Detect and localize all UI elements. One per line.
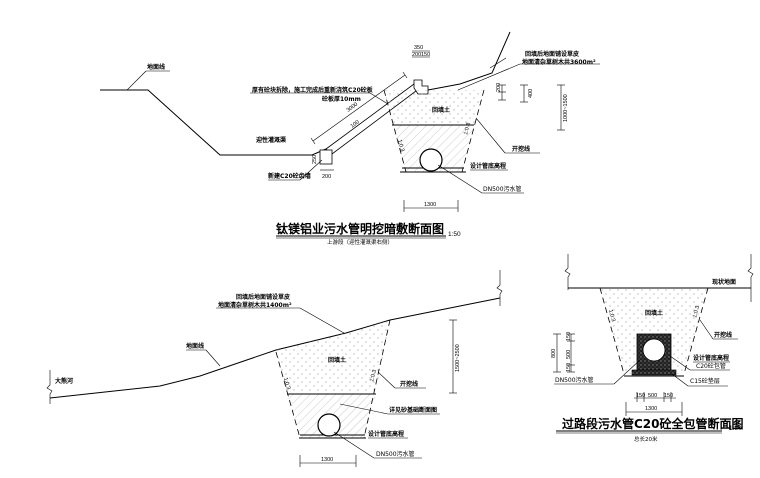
- dim-200v: 200: [496, 83, 502, 92]
- river-label: 大熊河: [55, 377, 73, 385]
- trench-line-label-2: 开挖线: [400, 380, 418, 388]
- c15-label: C15砼垫层: [690, 377, 720, 385]
- pipe-label-2: DN500污水管: [376, 450, 415, 458]
- ground-profile-2: [49, 297, 501, 399]
- new-wall-label: 新建C20砼齿墙: [268, 172, 311, 180]
- dim-350: 350: [414, 45, 423, 51]
- pipe-label-1: DN500污水管: [483, 185, 522, 193]
- section-1: 地面线 3000 100 350 200 150 厚有砼块拆除，施工完成后重新浇…: [100, 31, 600, 246]
- backfill-label-1: 回填土: [432, 106, 450, 114]
- pipe-bottom-label-1: 设计管底高程: [470, 162, 506, 170]
- slope-left-1: 1:0.3: [396, 139, 405, 152]
- slab-thickness-label: 砼板厚10mm: [321, 95, 361, 103]
- dim-width-1: 1300: [424, 202, 436, 208]
- turf-label-2a: 回填后地面铺设草皮: [236, 293, 290, 301]
- dim-depth-2: 1500~2500: [455, 344, 461, 372]
- pipe-1: [419, 148, 443, 172]
- dim-w500: 500: [648, 393, 657, 399]
- bedding-area-1: [392, 125, 474, 172]
- slope-left-2: 1:0.3: [282, 377, 291, 390]
- slope-left-3: 1:0.3: [607, 309, 616, 322]
- dim-400: 400: [528, 89, 534, 98]
- backfill-area-2: [276, 320, 390, 394]
- toe-wall: [319, 149, 333, 165]
- dim-200: 200: [412, 52, 421, 58]
- section3-title: 过路段污水管C20砼全包管断面图: [562, 416, 744, 431]
- dim-w150a: 150: [636, 393, 645, 399]
- dim-800: 800: [551, 349, 557, 358]
- section-2: 大熊河 地面线 回填土 1:0.3 1:0.3 回填后地面铺设草皮 地面清杂草树…: [46, 270, 503, 467]
- dim-200b: 200: [322, 174, 331, 180]
- turf-label-1a: 回填后地面铺设草皮: [525, 50, 579, 58]
- dim-slab-thickness: 100: [350, 119, 361, 129]
- dim-h500: 500: [566, 350, 572, 359]
- section3-scale: 1:50: [729, 425, 742, 432]
- existing-ground-label: 现状地面: [712, 278, 736, 286]
- trench-line-label-3: 开挖线: [714, 331, 732, 339]
- sand-base-label: 详见砂基础断面图: [389, 406, 437, 414]
- backfill-label-2: 回填土: [328, 356, 346, 364]
- ground-line-label-2: 地面线: [186, 342, 204, 350]
- dim-h150a: 150: [566, 332, 572, 341]
- backfill-area-3: [600, 288, 708, 374]
- section1-title: 钛镁铝业污水管明挖暗敷断面图: [276, 221, 444, 236]
- section3-subtitle: 总长20米: [634, 435, 658, 443]
- section-3: 现状地面 回填土 1:0.3 1:0.3 开挖线 设计管底高程 C20砼包管 C…: [551, 254, 754, 443]
- dim-h150b: 150: [566, 363, 572, 372]
- section1-subtitle: 上游段（迎性灌溉渠右侧）: [327, 238, 393, 246]
- dim-width-3: 1300: [645, 406, 657, 412]
- pipe-label-3: DN500污水管: [555, 376, 594, 384]
- channel-label: 迎性灌溉渠: [256, 136, 286, 144]
- dim-slope-length: 3000: [346, 102, 359, 114]
- pipe-bottom-label-3: 设计管底高程: [693, 354, 729, 362]
- slope-right-3: 1:0.3: [692, 305, 701, 318]
- turf-label-1b: 地面清杂草树木共3600m²: [522, 58, 596, 66]
- dim-w150b: 150: [664, 393, 673, 399]
- slope-right-2: 1:0.3: [369, 369, 378, 382]
- trench-line-label-1: 开挖线: [512, 145, 530, 153]
- dim-width-2: 1300: [321, 457, 333, 463]
- dim-depth-1: 1000~1500: [563, 94, 569, 122]
- c20-label: C20砼包管: [696, 362, 726, 370]
- remove-slab-label: 厚有砼块拆除，施工完成后重新浇筑C20砼板: [252, 86, 374, 94]
- dim-250: 250: [312, 155, 318, 164]
- ground-line-label-1: 地面线: [147, 63, 165, 71]
- pipe-3: [642, 338, 666, 362]
- backfill-label-3: 回填土: [645, 309, 663, 317]
- turf-label-2b: 地面清杂草树木共1400m²: [218, 301, 292, 309]
- pipe-bottom-label-2: 设计管底高程: [368, 430, 404, 438]
- dim-150: 150: [421, 52, 430, 58]
- section1-scale: 1:50: [448, 231, 461, 238]
- backfill-area-1: [384, 90, 482, 125]
- ground-profile-1: [100, 89, 327, 156]
- slope-right-1: 1:0.3: [463, 122, 472, 135]
- c15-bedding: [631, 369, 677, 376]
- pipe-2: [317, 413, 341, 437]
